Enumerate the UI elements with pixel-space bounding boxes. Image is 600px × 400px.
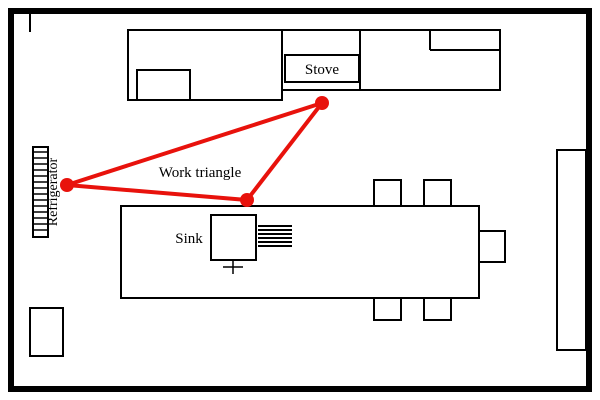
work-triangle-label: Work triangle (159, 165, 242, 181)
work-triangle-line-stove-sink (245, 101, 324, 202)
seat-island-right (478, 230, 506, 263)
stool-top-left (373, 179, 402, 208)
work-triangle-line-sink-fridge (66, 183, 248, 202)
stove-label: Stove (305, 62, 340, 78)
work-triangle-vertex-sink (240, 193, 254, 207)
drainer-hatch (258, 225, 292, 247)
sink-drain-symbol (223, 260, 243, 274)
right-wall-counter (556, 149, 587, 351)
refrigerator-shape (32, 146, 49, 238)
cabinet-block-left (127, 29, 283, 101)
work-triangle-line-fridge-stove (66, 101, 323, 187)
stool-top-right (423, 179, 452, 208)
cabinet-block-left-inset (136, 69, 191, 101)
outer-wall (8, 8, 592, 392)
stove-box (284, 54, 360, 83)
refrigerator-hatch (33, 151, 48, 231)
refrigerator-label: Refrigerator (46, 157, 61, 226)
sink-label: Sink (175, 231, 203, 247)
work-triangle-vertex-refrigerator (60, 178, 74, 192)
stool-bottom-left (373, 297, 402, 321)
bottom-left-cabinet (29, 307, 64, 357)
stool-bottom-right (423, 297, 452, 321)
work-triangle-vertex-stove (315, 96, 329, 110)
island (120, 205, 480, 299)
counter-top-right (281, 29, 501, 91)
sink-box (210, 214, 257, 261)
